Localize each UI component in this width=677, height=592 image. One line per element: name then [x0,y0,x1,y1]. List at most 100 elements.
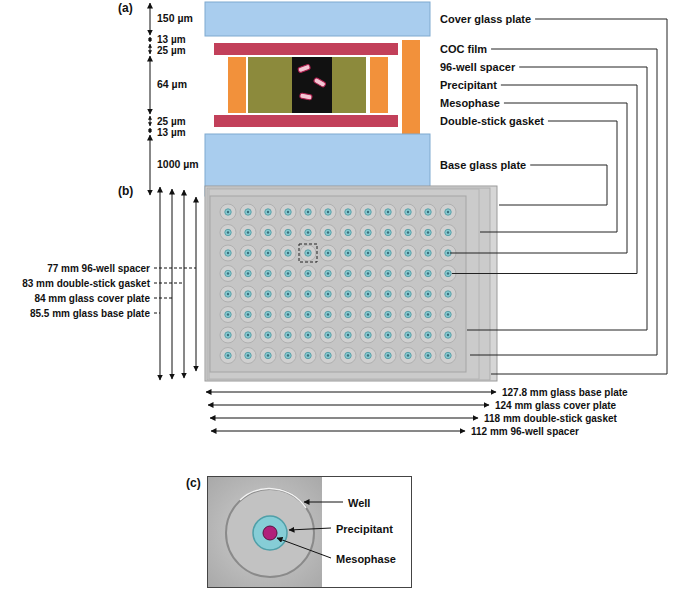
mesophase-dot [387,354,389,356]
well [220,225,236,241]
part-label: (b) [118,185,133,198]
mesophase-dot [347,211,349,213]
well [320,245,336,261]
mesophase-dot [367,272,369,274]
precipitant-drop [305,250,311,256]
precipitant-drop [225,291,231,297]
precipitant-drop [425,291,431,297]
precipitant-drop [445,352,451,358]
mesophase-dot [367,293,369,295]
dimension-arrow [196,197,197,371]
mesophase-dot [447,354,449,356]
well [340,204,356,220]
mesophase-dot [267,272,269,274]
mesophase-dot [287,313,289,315]
mesophase-dot [407,231,409,233]
mesophase-dot [447,211,449,213]
precipitant-drop [265,311,271,317]
well [420,307,436,323]
double-stick-gasket [209,189,479,379]
mesophase-dot [227,231,229,233]
mesophase-dot [447,231,449,233]
mesophase-dot [367,211,369,213]
well [360,225,376,241]
well [220,286,236,302]
well [320,348,336,364]
mesophase-dot [387,211,389,213]
mesophase-dot [427,272,429,274]
mesophase-dot [347,354,349,356]
part-label: 25 µm [157,116,186,127]
dimension-arrow [184,190,185,378]
mesophase-dot [307,211,309,213]
precipitant-drop [385,250,391,256]
well [320,266,336,282]
dashed-leader [154,298,172,299]
well [400,204,416,220]
precipitant-drop [305,291,311,297]
well [240,225,256,241]
well [320,327,336,343]
mesophase-dot [287,272,289,274]
mesophase-dot [247,252,249,254]
well [260,307,276,323]
dimension-arrow [150,3,151,35]
well [400,225,416,241]
precipitant-drop [285,311,291,317]
mesophase-dot [347,334,349,336]
mesophase-bolus [263,526,277,540]
well [340,327,356,343]
well [360,307,376,323]
mesophase-dot [247,313,249,315]
precipitant-drop [445,229,451,235]
precipitant-drop [285,332,291,338]
part-label: Precipitant [440,79,497,91]
part-label: 150 µm [157,13,193,25]
leader-line [480,121,617,232]
mesophase-dot [287,231,289,233]
mesophase-dot [367,334,369,336]
precipitant-drop [325,291,331,297]
precipitant-drop [265,209,271,215]
mesophase-dot [327,313,329,315]
mesophase-dot [247,354,249,356]
precipitant-drop [425,250,431,256]
well [400,307,416,323]
mesophase-dot [227,313,229,315]
precipitant-drop [345,250,351,256]
well [360,266,376,282]
precipitant-drop [265,270,271,276]
cover-glass [205,2,430,36]
mesophase-dot [407,293,409,295]
well-spacer [210,196,466,372]
mesophase-dot [227,211,229,213]
precipitant-drop [405,311,411,317]
dimension-arrow [150,44,151,54]
part-label: 127.8 mm glass base plate [502,387,628,398]
mesophase-dot [327,272,329,274]
mesophase-dot [427,252,429,254]
precipitant-drop [385,209,391,215]
mesophase-dot [347,272,349,274]
precipitant-drop [425,270,431,276]
well [280,204,296,220]
part-label: Double-stick gasket [440,115,544,127]
mesophase-dot [347,231,349,233]
well [380,245,396,261]
part-label: (a) [118,2,133,15]
dimension-arrow [208,405,489,406]
mesophase-dot [267,231,269,233]
precipitant-drop [245,352,251,358]
crystal [300,93,313,100]
precipitant-drop [245,332,251,338]
well [220,266,236,282]
precipitant-drop [425,352,431,358]
well [420,245,436,261]
well-spacer [370,57,388,113]
precipitant-drop [365,209,371,215]
leader-line [491,19,667,374]
well [340,225,356,241]
precipitant-drop [365,270,371,276]
precipitant-drop [245,229,251,235]
precipitant-drop [405,291,411,297]
